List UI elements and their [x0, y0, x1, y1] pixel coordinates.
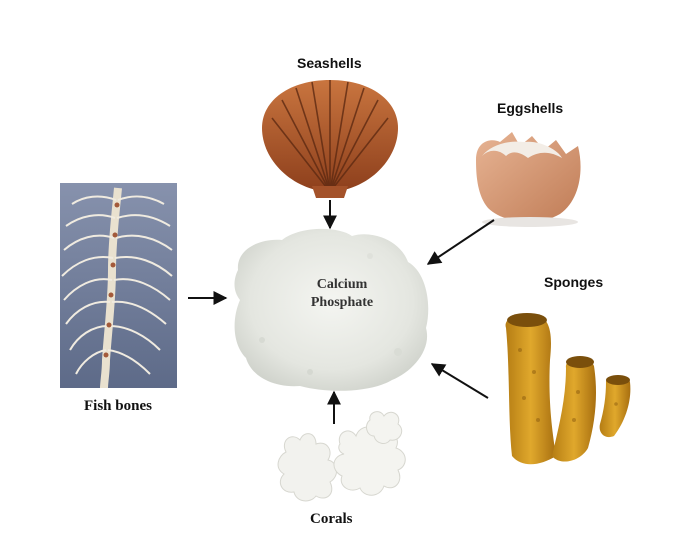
arrow-eggshells: [426, 219, 495, 265]
label-eggshells: Eggshells: [497, 100, 564, 116]
arrows: [188, 200, 495, 424]
sponges-image: [505, 313, 631, 465]
center-label-line1: Calcium: [316, 277, 368, 292]
calcium-phosphate-powder: [234, 228, 429, 391]
center-label: Calcium Phosphate: [292, 276, 392, 311]
label-corals: Corals: [310, 511, 353, 527]
seashell-image: [262, 80, 398, 198]
fish-bones-image: [60, 183, 177, 389]
arrow-sponges: [430, 363, 489, 399]
corals-image: [277, 411, 406, 502]
label-seashells: Seashells: [297, 55, 362, 71]
eggshell-image: [476, 132, 581, 227]
label-sponges: Sponges: [544, 274, 604, 290]
label-fish-bones: Fish bones: [84, 398, 152, 414]
center-label-line2: Phosphate: [310, 294, 374, 310]
